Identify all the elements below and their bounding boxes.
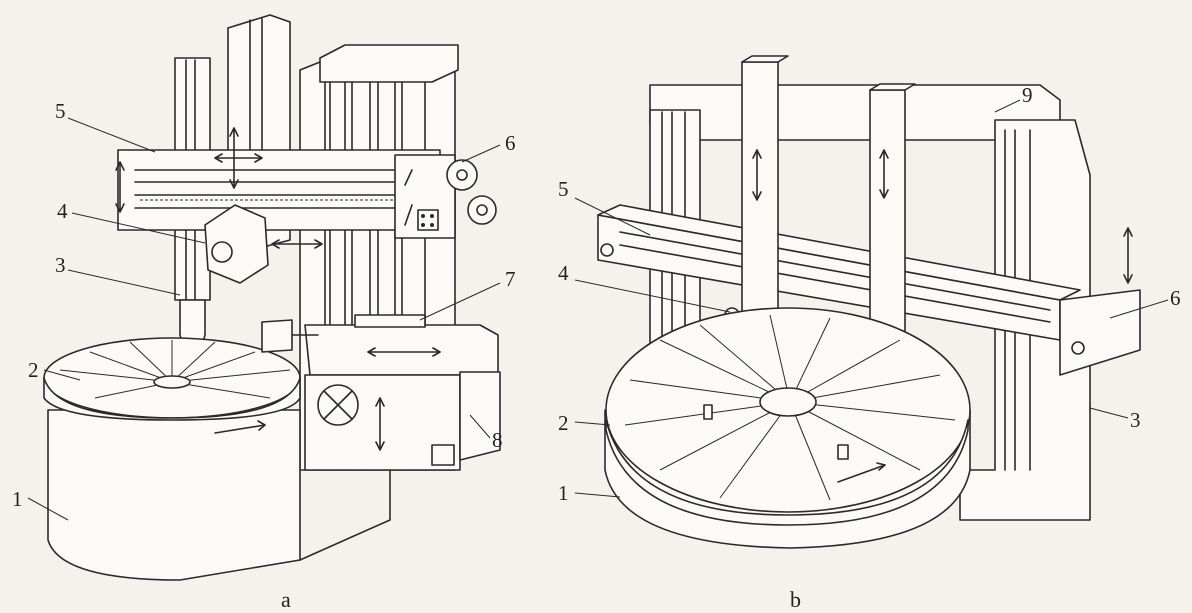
label-b-6: 6 (1170, 286, 1181, 310)
label-a-3: 3 (55, 253, 66, 277)
label-a-1: 1 (12, 487, 23, 511)
label-a-4: 4 (57, 199, 68, 223)
label-a-7: 7 (505, 267, 516, 291)
label-a-8: 8 (492, 428, 503, 452)
label-b-4: 4 (558, 261, 569, 285)
caption-b: b (790, 587, 801, 612)
label-b-2: 2 (558, 411, 569, 435)
caption-a: a (281, 587, 291, 612)
label-b-9: 9 (1022, 83, 1033, 107)
label-b-3: 3 (1130, 408, 1141, 432)
label-b-5: 5 (558, 177, 569, 201)
label-a-5: 5 (55, 99, 66, 123)
label-a-2: 2 (28, 358, 39, 382)
label-a-6: 6 (505, 131, 516, 155)
label-b-1: 1 (558, 481, 569, 505)
double-column-lathe-drawing (574, 55, 1169, 549)
single-column-lathe-drawing (27, 14, 501, 581)
